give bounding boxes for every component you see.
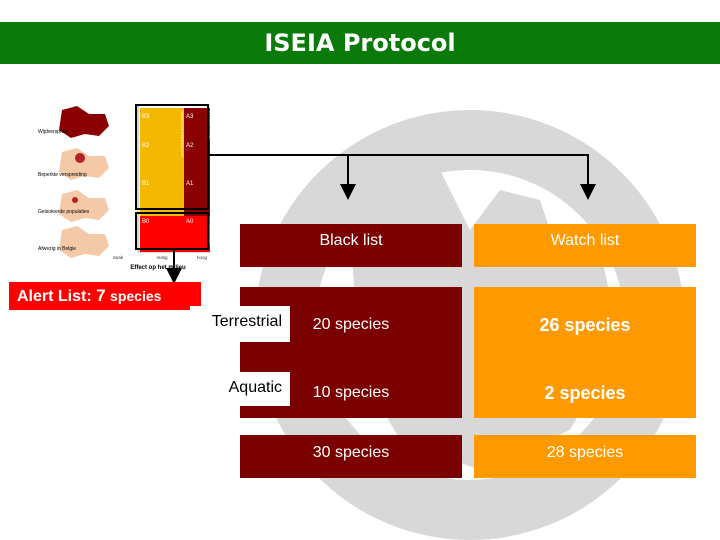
cell-label: A2 bbox=[186, 143, 194, 149]
matrix-row-label: Geisoleerde populaties bbox=[38, 209, 90, 215]
page-title: ISEIA Protocol bbox=[264, 29, 456, 57]
matrix-row-label: Beperkte verspreiding bbox=[38, 172, 87, 178]
cell-label: B2 bbox=[142, 143, 150, 149]
row-label-aquatic: Aquatic bbox=[190, 372, 290, 406]
black-aquatic-value: 10 species bbox=[312, 384, 390, 401]
alert-list-label: Alert List: 7 species bbox=[9, 282, 201, 310]
cell-label: A3 bbox=[186, 114, 194, 120]
map-dot bbox=[75, 153, 85, 163]
map-limited bbox=[59, 148, 109, 180]
cell-label: A0 bbox=[186, 219, 194, 225]
black-total-value: 30 species bbox=[312, 444, 390, 461]
map-absent bbox=[59, 226, 109, 258]
x-tick: hoog bbox=[197, 255, 208, 260]
watch-terrestrial-value: 26 species bbox=[539, 315, 631, 335]
cell-label: B3 bbox=[142, 114, 150, 120]
watch-list-header: Watch list bbox=[474, 224, 696, 267]
black-terrestrial-value: 20 species bbox=[312, 316, 390, 333]
x-tick: matig bbox=[156, 255, 168, 260]
watch-total-value: 28 species bbox=[546, 444, 624, 461]
black-watch-highlight-box bbox=[135, 104, 209, 210]
map-widespread bbox=[59, 106, 109, 138]
x-axis-label: Effect op het milieu bbox=[130, 265, 186, 271]
watch-list-header-text: Watch list bbox=[550, 232, 620, 249]
map-dot bbox=[72, 197, 78, 203]
alert-label: Alert List: bbox=[17, 288, 92, 305]
belgium-maps bbox=[59, 106, 109, 258]
title-bar: ISEIA Protocol bbox=[0, 22, 720, 64]
map-isolated bbox=[59, 190, 109, 222]
watch-aquatic-value: 2 species bbox=[544, 383, 626, 403]
black-list-header-text: Black list bbox=[319, 232, 383, 249]
matrix-cells-red bbox=[140, 216, 210, 252]
cell-label: B1 bbox=[142, 181, 150, 187]
watch-list-body: 26 species 2 species bbox=[474, 287, 696, 418]
row-label-terrestrial: Terrestrial bbox=[190, 306, 290, 342]
alert-count: 7 bbox=[96, 286, 106, 305]
cell-label: A1 bbox=[186, 181, 194, 187]
cell-label: B0 bbox=[142, 219, 150, 225]
watch-list-total: 28 species bbox=[474, 435, 696, 478]
black-list-header: Black list bbox=[240, 224, 462, 267]
iseia-matrix-figure: Wijdverspreid Beperkte verspreiding Geis… bbox=[38, 104, 211, 271]
x-tick: zwak bbox=[113, 255, 124, 260]
matrix-row-label: Wijdverspreid bbox=[38, 129, 69, 135]
matrix-row-label: Afwezig in Belgie bbox=[38, 246, 76, 252]
alert-highlight-box bbox=[135, 212, 209, 250]
black-list-total: 30 species bbox=[240, 435, 462, 478]
matrix-cells-orange bbox=[140, 108, 184, 216]
matrix-cells-darkred bbox=[184, 108, 210, 216]
list-vertical-label: WAARSCHUWINGSLIJST bbox=[180, 110, 185, 158]
arrow-to-watch-list bbox=[208, 154, 596, 200]
alert-unit: species bbox=[110, 288, 162, 304]
